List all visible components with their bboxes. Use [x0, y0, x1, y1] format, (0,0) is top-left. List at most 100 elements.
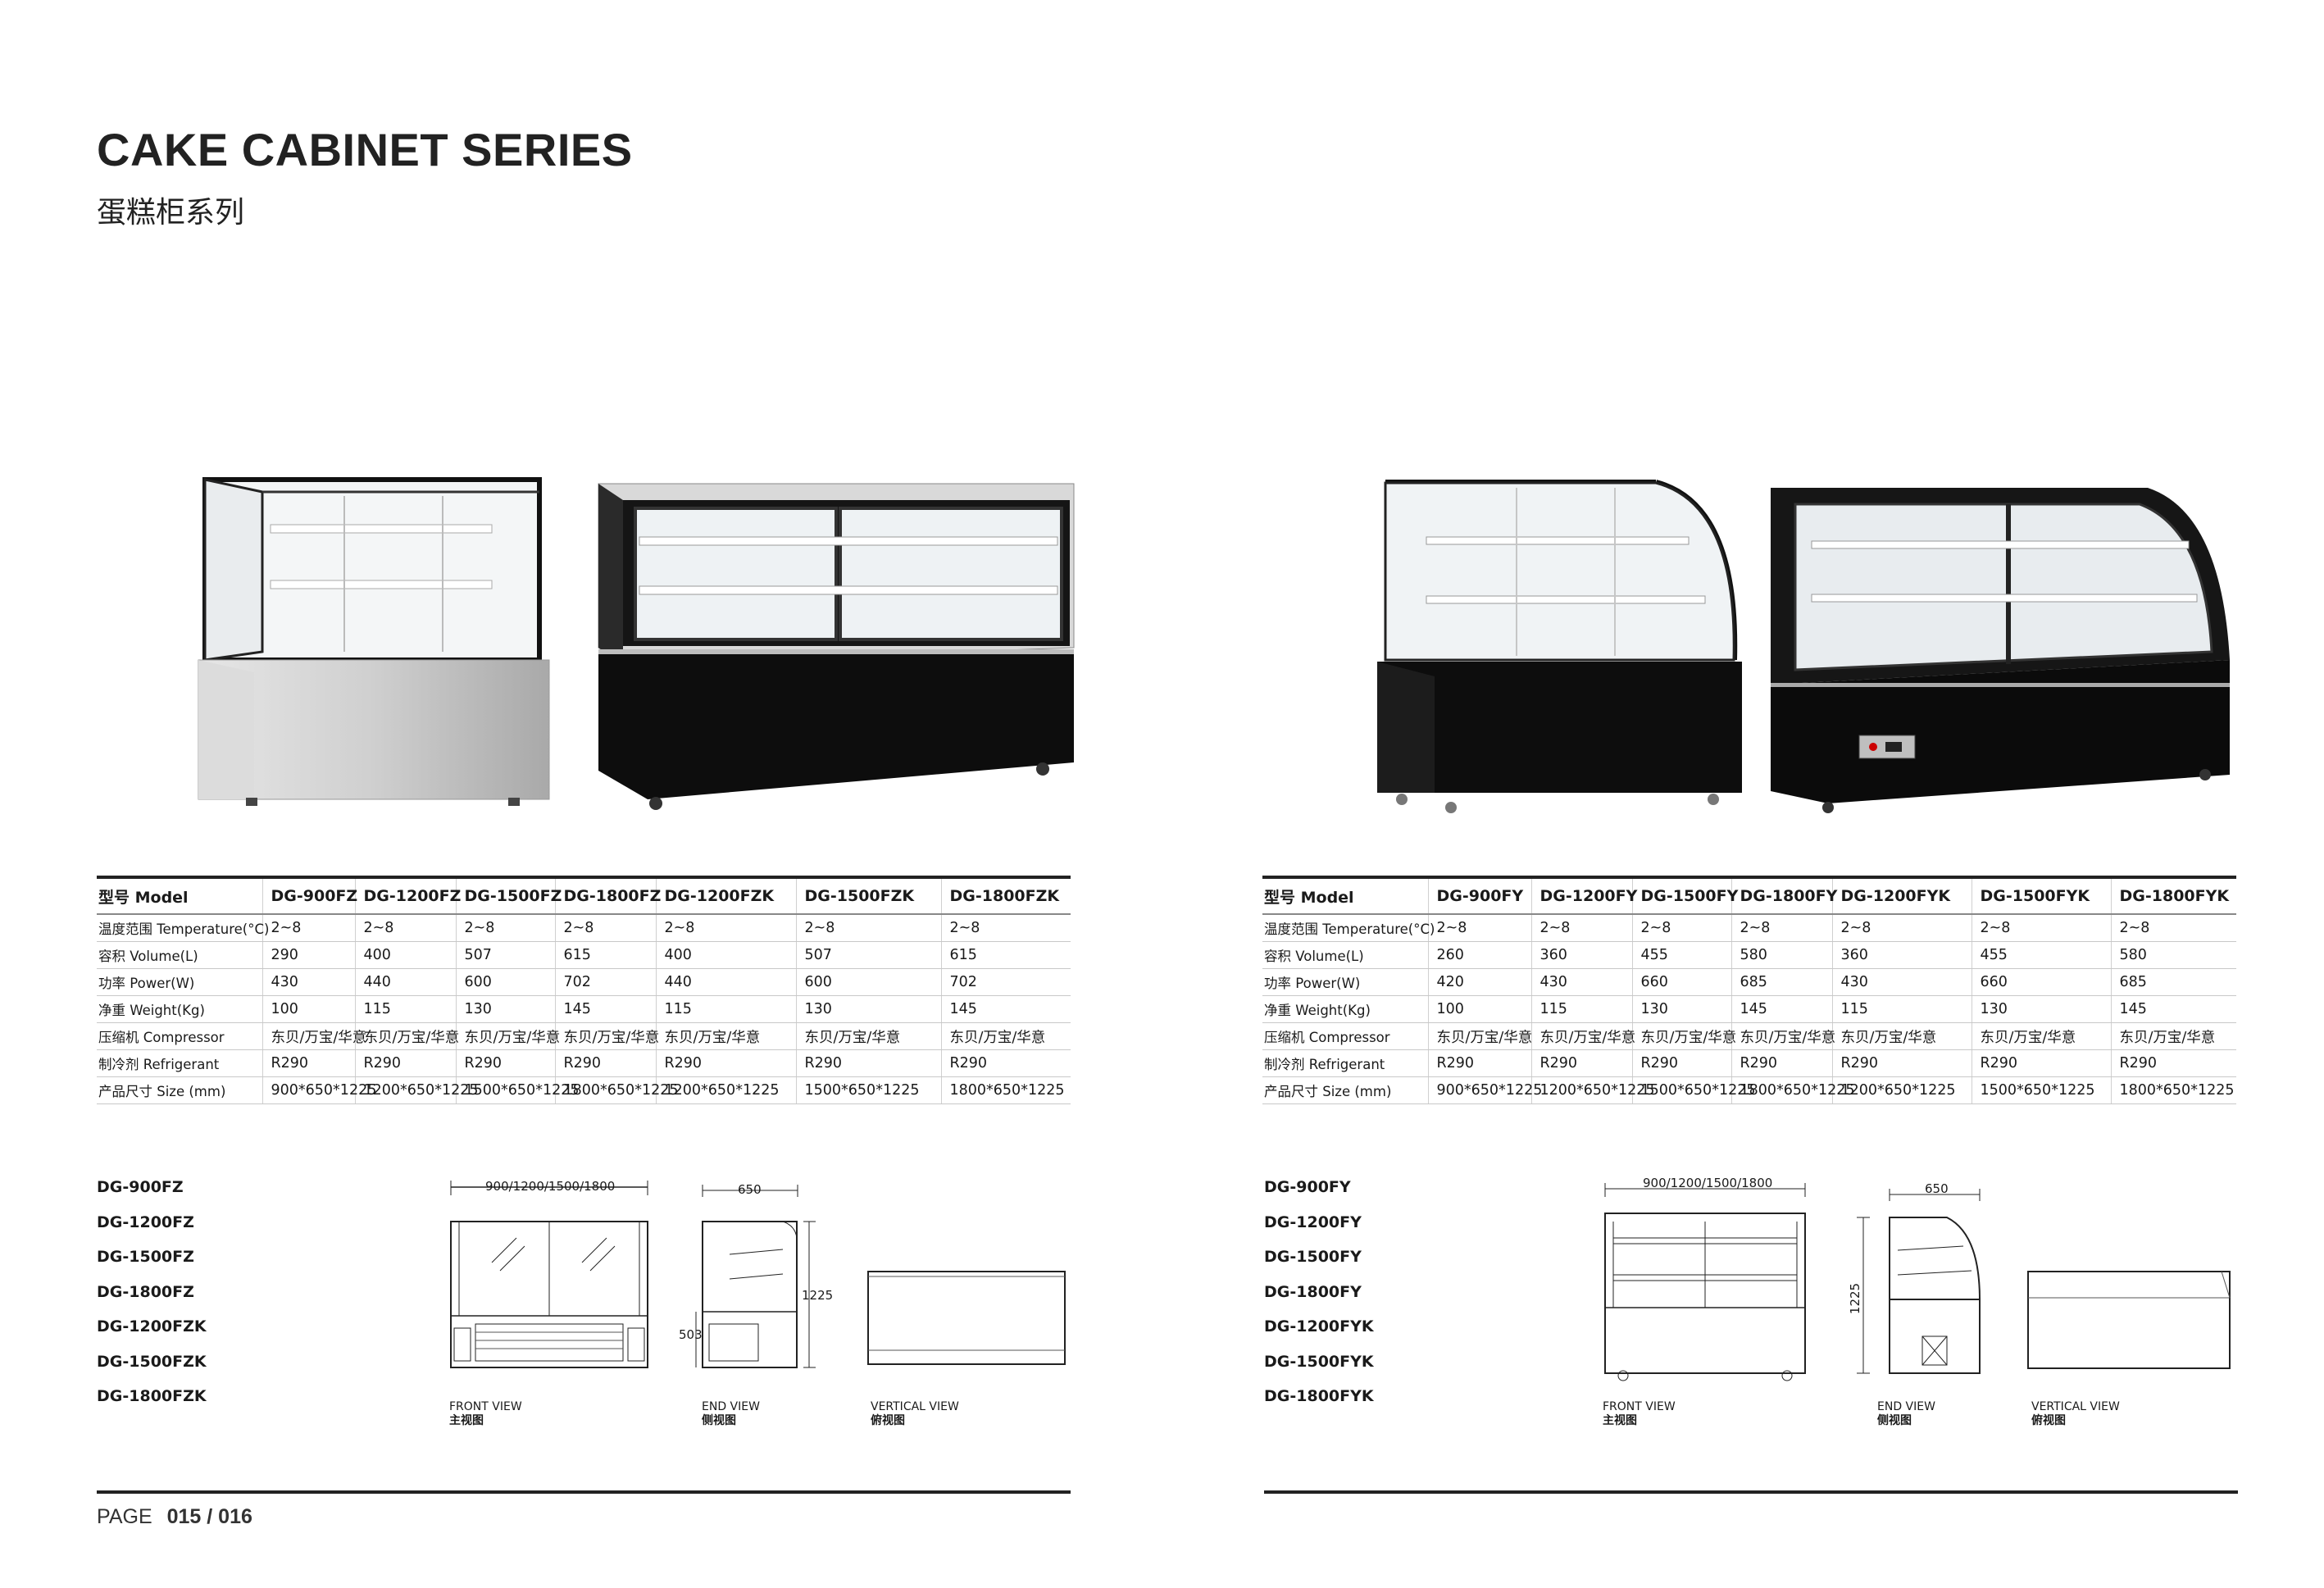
footer-rule-left — [97, 1490, 1071, 1494]
page-label: PAGE — [97, 1505, 152, 1528]
spec-cell: 115 — [354, 995, 456, 1023]
spec-cell: 685 — [2110, 968, 2236, 996]
spec-cell: 580 — [1730, 941, 1832, 969]
spec-cell: 1200*650*1225 — [655, 1076, 796, 1104]
spec-row-label: 压缩机 Compressor — [1262, 1022, 1428, 1050]
model-list-item: DG-1200FY — [1264, 1213, 1362, 1231]
end-view-drawing-fy — [1857, 1189, 1981, 1374]
spec-cell: 2~8 — [354, 914, 456, 942]
spec-row-label: 产品尺寸 Size (mm) — [97, 1076, 262, 1104]
spec-cell: 430 — [1530, 968, 1632, 996]
spec-table-header-model: DG-1500FY — [1631, 876, 1738, 915]
model-list-item: DG-1200FYK — [1264, 1317, 1374, 1335]
vertical-view-drawing-fy — [2027, 1271, 2231, 1369]
spec-cell: 660 — [1631, 968, 1731, 996]
spec-table-header-model: DG-1500FYK — [1971, 876, 2111, 915]
spec-cell: 2~8 — [1427, 914, 1531, 942]
spec-cell: 1200*650*1225 — [1530, 1076, 1654, 1104]
spec-cell: 115 — [1831, 995, 1972, 1023]
end-view-label-fz: END VIEW 侧视图 — [702, 1400, 760, 1428]
height-dimension-label-fz: 1225 — [802, 1288, 834, 1303]
product-image-dg-fzk-black — [598, 483, 1075, 810]
spec-cell: 东贝/万宝/华意 — [1427, 1022, 1532, 1050]
spec-cell: R290 — [1427, 1049, 1531, 1077]
spec-cell: 145 — [1730, 995, 1832, 1023]
spec-cell: 100 — [262, 995, 355, 1023]
spec-cell: R290 — [455, 1049, 555, 1077]
spec-cell: 2~8 — [1730, 914, 1832, 942]
end-view-label-cn: 侧视图 — [1877, 1414, 1912, 1427]
spec-cell: 1800*650*1225 — [1730, 1076, 1854, 1104]
spec-cell: 507 — [795, 941, 941, 969]
model-list-item: DG-1500FY — [1264, 1248, 1362, 1266]
spec-cell: 615 — [940, 941, 1071, 969]
spec-cell: 东贝/万宝/华意 — [1831, 1022, 1972, 1050]
spec-row-label: 压缩机 Compressor — [97, 1022, 262, 1050]
spec-cell: 400 — [354, 941, 456, 969]
vertical-view-label-en: VERTICAL VIEW — [871, 1400, 959, 1413]
base-dimension-label-fz: 503 — [679, 1327, 703, 1342]
spec-table-header-model: DG-900FZ — [262, 876, 357, 915]
page-numbers: 015 / 016 — [166, 1505, 252, 1528]
vertical-view-label-cn: 俯视图 — [871, 1414, 905, 1427]
spec-cell: 东贝/万宝/华意 — [795, 1022, 941, 1050]
spec-row-label: 功率 Power(W) — [97, 968, 262, 996]
height-dimension-label-fy: 1225 — [1848, 1282, 1863, 1315]
spec-cell: 615 — [554, 941, 656, 969]
page-title: CAKE CABINET SERIES — [97, 124, 633, 175]
spec-cell: 2~8 — [1831, 914, 1972, 942]
product-image-dg-fy-black — [1377, 480, 1742, 813]
front-view-drawing-fz — [450, 1181, 648, 1368]
spec-row-label: 温度范围 Temperature(°C) — [97, 914, 269, 942]
spec-cell: 东贝/万宝/华意 — [1730, 1022, 1835, 1050]
end-view-label-fy: END VIEW 侧视图 — [1877, 1400, 1935, 1428]
spec-cell: 290 — [262, 941, 355, 969]
spec-cell: 130 — [455, 995, 555, 1023]
spec-cell: 660 — [1971, 968, 2111, 996]
spec-cell: 430 — [262, 968, 355, 996]
spec-row-label: 温度范围 Temperature(°C) — [1262, 914, 1435, 942]
spec-cell: R290 — [940, 1049, 1071, 1077]
spec-cell: 1500*650*1225 — [1971, 1076, 2111, 1104]
model-list-item: DG-1500FYK — [1264, 1352, 1374, 1371]
spec-cell: 东贝/万宝/华意 — [1971, 1022, 2111, 1050]
depth-dimension-label-fy: 650 — [1925, 1181, 1949, 1196]
spec-cell: 东贝/万宝/华意 — [354, 1022, 459, 1050]
spec-row-label: 净重 Weight(Kg) — [97, 995, 262, 1023]
model-list-item: DG-1800FZ — [97, 1282, 194, 1301]
spec-cell: 900*650*1225 — [262, 1076, 376, 1104]
spec-table-header-model: DG-1800FY — [1730, 876, 1837, 915]
product-image-dg-fz-silver — [198, 477, 550, 806]
spec-table-header-model: DG-1800FZK — [940, 876, 1071, 915]
spec-table-header-model: DG-900FY — [1427, 876, 1531, 915]
spec-row-label: 净重 Weight(Kg) — [1262, 995, 1428, 1023]
model-list-item: DG-1200FZ — [97, 1213, 194, 1231]
front-view-label-en: FRONT VIEW — [1603, 1400, 1676, 1413]
front-view-label-cn: 主视图 — [1603, 1414, 1637, 1427]
spec-cell: 东贝/万宝/华意 — [1631, 1022, 1736, 1050]
end-view-label-cn: 侧视图 — [702, 1414, 736, 1427]
vertical-view-label-fy: VERTICAL VIEW 俯视图 — [2031, 1400, 2120, 1428]
end-view-label-en: END VIEW — [1877, 1400, 1935, 1413]
spec-table-header-model: DG-1500FZK — [795, 876, 941, 915]
spec-cell: 1500*650*1225 — [1631, 1076, 1755, 1104]
model-list-item: DG-900FZ — [97, 1178, 184, 1196]
spec-cell: 430 — [1831, 968, 1972, 996]
width-dimension-label-fy: 900/1200/1500/1800 — [1643, 1176, 1773, 1190]
spec-cell: 东贝/万宝/华意 — [940, 1022, 1071, 1050]
spec-cell: 2~8 — [262, 914, 355, 942]
spec-cell: 260 — [1427, 941, 1531, 969]
front-view-label-cn: 主视图 — [449, 1414, 484, 1427]
spec-cell: 2~8 — [2110, 914, 2236, 942]
spec-row-label: 容积 Volume(L) — [1262, 941, 1428, 969]
spec-cell: 685 — [1730, 968, 1832, 996]
spec-cell: 702 — [940, 968, 1071, 996]
spec-cell: 2~8 — [455, 914, 555, 942]
